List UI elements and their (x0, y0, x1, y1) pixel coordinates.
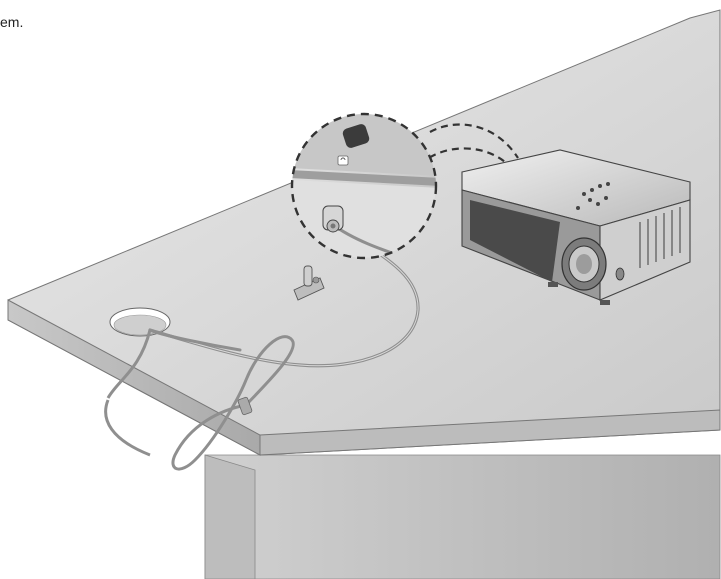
lock-icon (323, 206, 343, 232)
table-leg (205, 455, 720, 579)
kensington-slot-icon (338, 156, 348, 165)
